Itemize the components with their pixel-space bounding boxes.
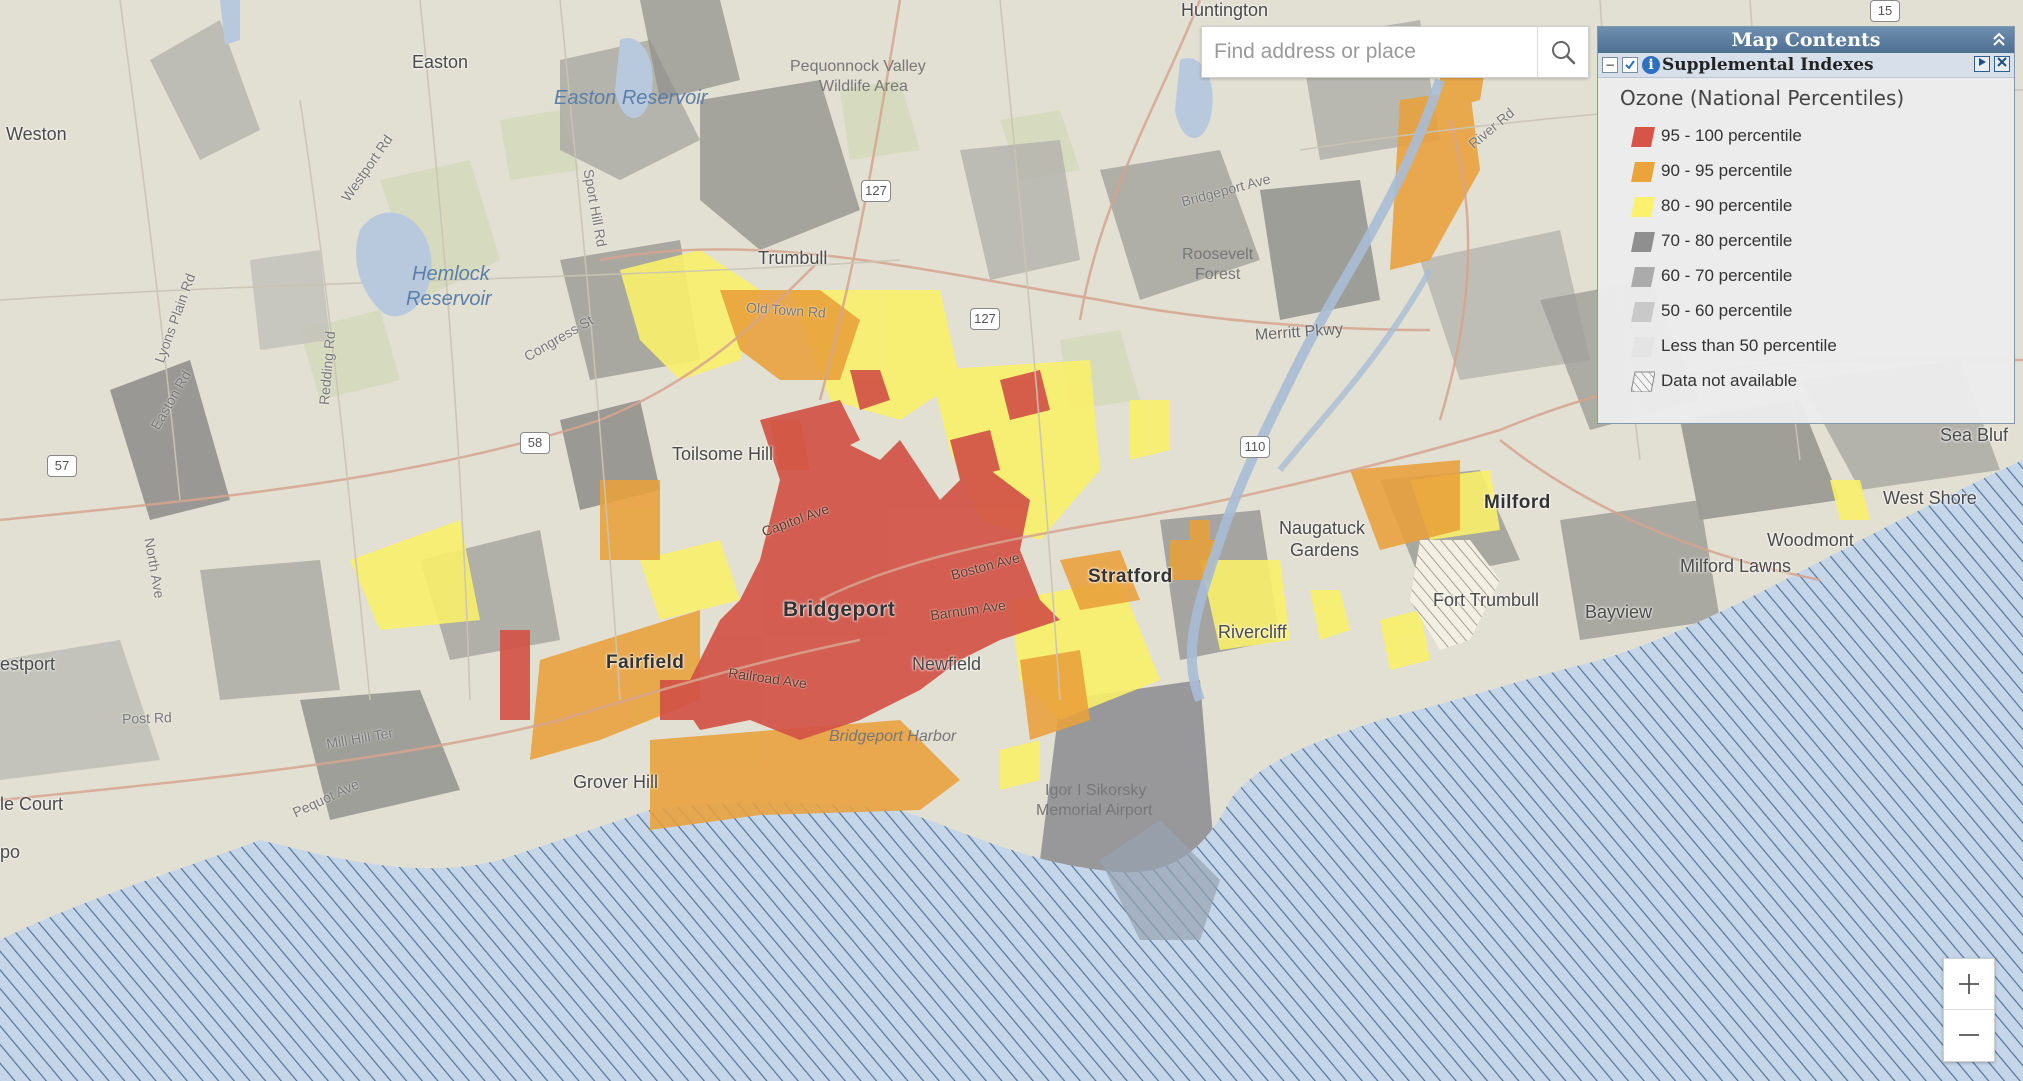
- legend-label: 80 - 90 percentile: [1661, 195, 1793, 215]
- panel-title: Map Contents: [1731, 29, 1881, 51]
- minus-icon: [1959, 1034, 1979, 1036]
- legend-swatch: [1631, 230, 1655, 252]
- layer-title: Supplemental Indexes: [1662, 55, 1874, 75]
- legend-label: 95 - 100 percentile: [1661, 125, 1802, 145]
- legend-item: 60 - 70 percentile: [1598, 258, 2014, 293]
- route-shield-127: 127: [970, 308, 1000, 330]
- place-easton: Easton: [412, 52, 469, 72]
- route-shield-110: 110: [1240, 436, 1270, 458]
- legend-item: Data not available: [1598, 363, 2014, 398]
- place-bridgeport: Bridgeport: [783, 598, 896, 621]
- route-shield-15: 15: [1870, 0, 1900, 22]
- place-newfield: Newfield: [912, 654, 982, 674]
- place-toilsome: Toilsome Hill: [672, 444, 774, 464]
- legend-item: 70 - 80 percentile: [1598, 223, 2014, 258]
- legend-swatch: [1631, 125, 1655, 147]
- place-fairfield: Fairfield: [606, 652, 685, 673]
- route-shield-57: 57: [47, 455, 77, 477]
- legend-label: 50 - 60 percentile: [1661, 300, 1793, 320]
- layer-visibility-checkbox[interactable]: [1622, 57, 1638, 73]
- map-contents-panel: Map Contents − i Supplemental Indexes Oz…: [1597, 26, 2015, 424]
- road-post-rd-west: Post Rd: [121, 709, 173, 727]
- legend-swatch: [1630, 370, 1656, 392]
- place-weston: Weston: [6, 124, 67, 144]
- place-igor: Igor I Sikorsky: [1045, 782, 1147, 799]
- place-le-court: le Court: [0, 794, 64, 814]
- close-layer-button[interactable]: [1994, 56, 2010, 72]
- legend-item: 50 - 60 percentile: [1598, 293, 2014, 328]
- legend-label: 70 - 80 percentile: [1661, 230, 1793, 250]
- place-grover-hill: Grover Hill: [573, 772, 659, 792]
- legend-label: Data not available: [1661, 370, 1798, 390]
- place-po: po: [0, 842, 21, 862]
- place-bridgeport-harbor: Bridgeport Harbor: [829, 728, 957, 745]
- place-wildlife: Wildlife Area: [819, 78, 908, 95]
- zoom-control: [1943, 958, 1995, 1062]
- collapse-up-icon[interactable]: [1990, 30, 2008, 48]
- info-icon[interactable]: i: [1642, 56, 1660, 74]
- place-milford: Milford: [1484, 492, 1551, 513]
- legend-swatch: [1631, 265, 1655, 287]
- place-roosevelt: Roosevelt: [1182, 246, 1254, 263]
- plus-icon: [1959, 974, 1979, 994]
- place-huntington: Huntington: [1181, 0, 1269, 20]
- legend-item: 80 - 90 percentile: [1598, 188, 2014, 223]
- legend-swatch: [1631, 160, 1655, 182]
- legend-swatch: [1631, 335, 1655, 357]
- search-icon: [1552, 41, 1576, 65]
- expand-button[interactable]: [1974, 56, 1990, 72]
- place-naugatuck: Naugatuck: [1279, 518, 1366, 538]
- place-rivercliff: Rivercliff: [1218, 622, 1287, 642]
- close-icon: [1997, 57, 2007, 67]
- collapse-layer-button[interactable]: −: [1602, 57, 1618, 73]
- place-trumbull: Trumbull: [758, 248, 828, 268]
- route-shield-58: 58: [520, 432, 550, 454]
- place-memorial-airport: Memorial Airport: [1036, 802, 1153, 819]
- place-gardens: Gardens: [1290, 540, 1360, 560]
- place-reservoir: Reservoir: [406, 288, 492, 310]
- layer-row: − i Supplemental Indexes: [1598, 53, 2014, 78]
- zoom-in-button[interactable]: [1944, 959, 1994, 1009]
- water-area: [0, 460, 2023, 1081]
- legend-label: 90 - 95 percentile: [1661, 160, 1793, 180]
- search-input[interactable]: [1202, 27, 1532, 77]
- zoom-out-button[interactable]: [1944, 1009, 1994, 1060]
- legend-swatch: [1631, 300, 1655, 322]
- place-pequonnock: Pequonnock Valley: [790, 58, 926, 75]
- legend-label: Less than 50 percentile: [1661, 335, 1837, 355]
- place-westport: estport: [0, 654, 56, 674]
- legend-swatch: [1631, 195, 1655, 217]
- place-sea-bluff: Sea Bluf: [1940, 425, 2009, 445]
- tracts-90-95: [530, 40, 1490, 830]
- place-bayview: Bayview: [1585, 602, 1653, 622]
- no-data-area: [1410, 540, 1500, 650]
- search-button[interactable]: [1537, 27, 1588, 77]
- route-shield-127: 127: [861, 180, 891, 202]
- place-easton-reservoir: Easton Reservoir: [554, 87, 708, 109]
- place-stratford: Stratford: [1088, 566, 1173, 587]
- legend-item: 90 - 95 percentile: [1598, 153, 2014, 188]
- place-fort-trumbull: Fort Trumbull: [1433, 590, 1540, 610]
- checkmark-icon: [1625, 60, 1635, 70]
- place-hemlock: Hemlock: [412, 263, 490, 285]
- place-woodmont: Woodmont: [1767, 530, 1854, 550]
- place-milford-lawns: Milford Lawns: [1680, 556, 1792, 576]
- place-forest: Forest: [1195, 266, 1241, 283]
- legend-item: 95 - 100 percentile: [1598, 118, 2014, 153]
- search-box: [1201, 26, 1589, 78]
- panel-header: Map Contents: [1598, 27, 2014, 53]
- legend-label: 60 - 70 percentile: [1661, 265, 1793, 285]
- parks: [300, 80, 1140, 410]
- place-west-shore: West Shore: [1883, 488, 1977, 508]
- legend-title: Ozone (National Percentiles): [1620, 86, 1905, 110]
- legend: 95 - 100 percentile 90 - 95 percentile 8…: [1598, 118, 2014, 398]
- legend-item: Less than 50 percentile: [1598, 328, 2014, 363]
- tracts-95-100: [500, 370, 1060, 740]
- play-right-icon: [1979, 58, 1986, 66]
